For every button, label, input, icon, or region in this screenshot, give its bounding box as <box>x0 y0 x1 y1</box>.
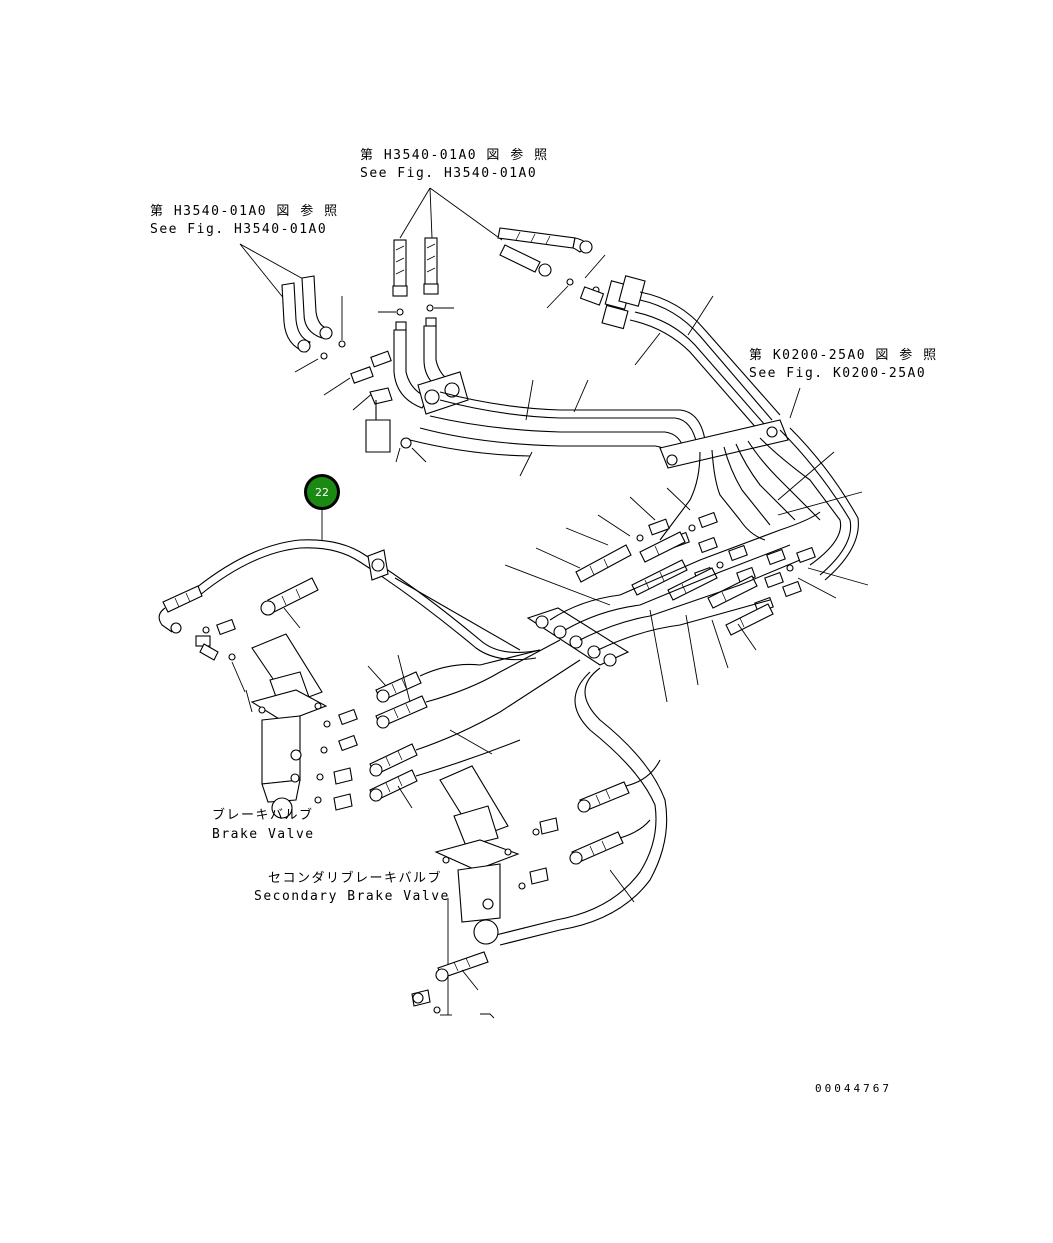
left-lower-hose <box>195 577 319 693</box>
right-fittings-row <box>565 487 816 614</box>
secondary-brake-valve <box>434 759 661 1016</box>
centre-piping-bundle <box>365 371 706 477</box>
right-manifold <box>659 419 869 599</box>
middle-hoses <box>504 531 774 703</box>
brake-valve-label-en: Brake Valve <box>212 827 315 842</box>
left-reference-label-jp: 第 H3540-01A0 図 参 照 <box>150 204 339 219</box>
brake-hose-22 <box>158 508 541 661</box>
reference-leaders <box>239 187 801 419</box>
upper-valve-block <box>601 275 781 431</box>
brake-valve-label-jp: ブレーキバルブ <box>212 808 314 823</box>
bottom-hose <box>411 951 495 1019</box>
right-reference-label-jp: 第 K0200-25A0 図 参 照 <box>749 348 938 363</box>
secondary-brake-valve-label-jp: セコンダリブレーキバルブ <box>268 871 443 886</box>
brake-valve-fittings <box>314 639 581 811</box>
top-reference-label-jp: 第 H3540-01A0 図 参 照 <box>360 148 549 163</box>
part-callout-22[interactable]: 22 <box>304 474 340 510</box>
part-callout-number: 22 <box>315 485 329 499</box>
drawing-number: 00044767 <box>815 1082 892 1095</box>
left-reference-label-en: See Fig. H3540-01A0 <box>150 222 328 237</box>
top-left-hoses <box>281 275 392 411</box>
brake-valve <box>245 633 328 819</box>
top-reference-label-en: See Fig. H3540-01A0 <box>360 166 538 181</box>
right-reference-label-en: See Fig. K0200-25A0 <box>749 366 927 381</box>
secondary-loop-pipe <box>495 667 668 946</box>
top-right-hoses <box>497 227 606 309</box>
top-centre-hoses <box>378 237 457 409</box>
lower-clamp <box>526 511 821 667</box>
secondary-brake-valve-label-en: Secondary Brake Valve <box>254 889 450 904</box>
